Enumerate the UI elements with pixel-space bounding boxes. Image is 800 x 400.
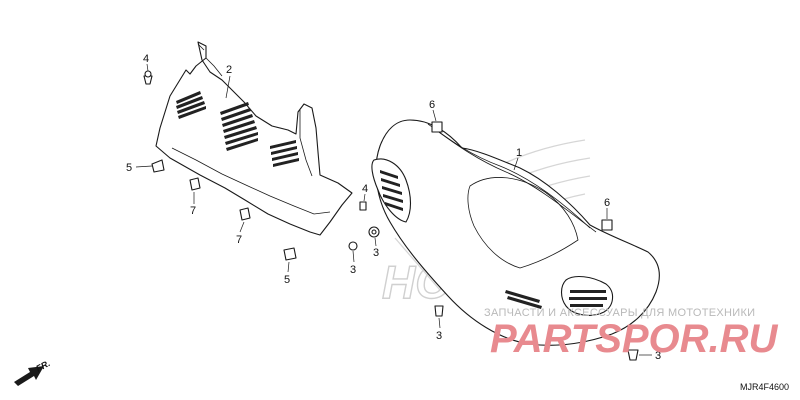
vent-slots-middle <box>220 102 258 151</box>
screw-5-left <box>151 159 165 173</box>
nut-3-b-hole <box>371 229 377 235</box>
callout-7-b: 7 <box>236 234 242 246</box>
clip-6-right <box>601 219 613 231</box>
screw-4-top-head <box>144 70 152 78</box>
screw-3-c <box>434 305 444 317</box>
nut-3-a <box>348 241 358 251</box>
part-1-side-cover <box>371 119 660 346</box>
fasteners <box>143 70 639 361</box>
screw-4-middle <box>359 201 367 211</box>
screw-5-lower <box>283 247 297 261</box>
callout-4-a: 4 <box>143 53 149 65</box>
callout-3-d: 3 <box>655 350 661 362</box>
callout-7-a: 7 <box>190 205 196 217</box>
vent-slots-right <box>270 140 299 167</box>
vent-slots-left <box>176 91 206 119</box>
callout-6-a: 6 <box>429 99 435 111</box>
direction-label: FR. <box>34 358 51 374</box>
callout-5-a: 5 <box>126 162 132 174</box>
leader-lines <box>135 63 652 356</box>
callout-5-b: 5 <box>284 274 290 286</box>
callout-3-c: 3 <box>436 330 442 342</box>
diagram-code: MJR4F4600 <box>740 382 789 392</box>
callout-2: 2 <box>226 64 232 76</box>
clip-7-middle <box>239 207 251 221</box>
callout-3-a: 3 <box>350 264 356 276</box>
callout-6-b: 6 <box>604 197 610 209</box>
part-2-under-cover <box>155 41 353 236</box>
arrow-icon <box>14 366 44 386</box>
callout-3-b: 3 <box>373 247 379 259</box>
callout-1: 1 <box>516 147 522 159</box>
callout-labels: 1 2 3 3 3 3 4 4 5 5 6 6 7 7 <box>126 53 661 362</box>
front-direction-arrow: FR. <box>14 358 52 386</box>
clip-7-left <box>189 177 201 191</box>
callout-4-b: 4 <box>362 183 368 195</box>
screw-3-d <box>627 349 639 361</box>
watermark-logo: PARTSPOR.RU <box>490 317 779 361</box>
watermark-caption: ЗАПЧАСТИ И АКСЕССУАРЫ ДЛЯ МОТОТЕХНИКИ <box>484 307 755 319</box>
clip-6-top <box>431 121 443 133</box>
